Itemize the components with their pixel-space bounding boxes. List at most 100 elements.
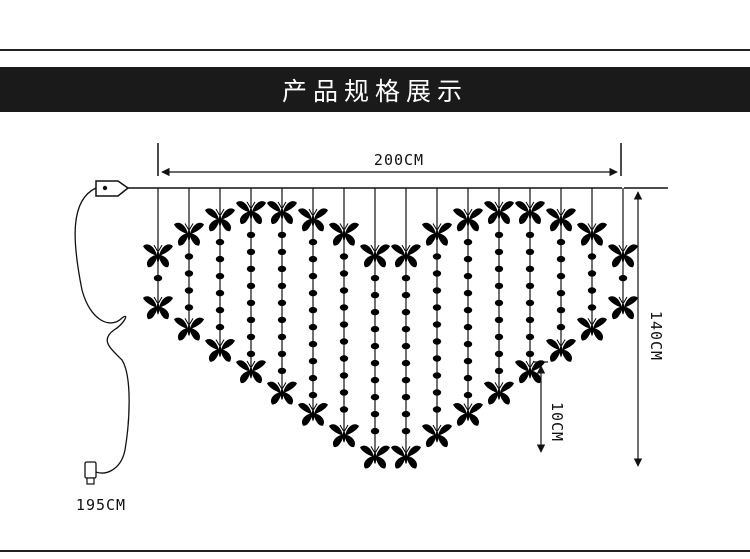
bulb-icon [277,316,287,324]
bulb-icon [308,374,318,382]
bulb-icon [184,287,194,294]
bulb-icon [339,304,349,311]
bulb-icon [401,342,411,350]
bulb-icon [556,306,566,314]
bulb-icon [308,272,318,280]
bulb-icon [525,299,535,307]
bulb-icon [494,367,504,375]
controller-icon [95,180,130,197]
bulb-icon [339,406,349,413]
bulb-icon [215,289,225,297]
bulb-icon [339,338,349,345]
width-dimension: 200CM [157,143,622,177]
bulb-icon [494,316,504,324]
bulb-icon [525,350,535,358]
bulb-icon [494,265,504,273]
bulb-icon [432,253,442,260]
bulb-icon [618,274,628,282]
bulb-icon [277,350,287,358]
bulb-icon [556,238,566,246]
bulb-icon [432,338,442,345]
bulb-icon [494,248,504,256]
bulb-icon [556,323,566,331]
bulb-icon [246,231,256,239]
bulb-icon [587,304,597,311]
bulb-icon [277,299,287,307]
bulb-icon [370,359,380,367]
bulb-icon [246,248,256,256]
cable-length-label: 195CM [76,496,126,514]
bulb-icon [246,299,256,307]
usb-plug-icon [84,461,97,485]
bulb-icon [277,248,287,256]
bottom-divider [0,550,750,552]
bulb-icon [587,253,597,260]
bulb-icon [370,274,380,282]
bulb-icon [401,274,411,282]
bulb-icon [463,289,473,297]
bulb-icon [308,306,318,314]
bulb-icon [370,393,380,401]
bulb-icon [401,393,411,401]
bulb-icon [432,389,442,396]
bulb-icon [587,287,597,294]
bulb-icon [525,231,535,239]
height-dimension: 140CM [624,187,668,467]
spacing-label: 10CM [548,402,566,442]
bulb-icon [308,391,318,399]
bulb-icon [401,410,411,418]
bulb-icon [463,391,473,399]
bulb-icon [308,357,318,365]
bulb-icon [401,325,411,333]
bulb-icon [432,406,442,413]
bulb-icon [525,265,535,273]
power-cable [74,187,130,474]
bulb-icon [401,308,411,316]
bulb-icon [308,323,318,331]
top-divider [0,49,750,51]
bulb-icon [277,367,287,375]
bulb-icon [463,357,473,365]
bulb-icon [339,321,349,328]
bulb-icon [215,255,225,263]
bulb-icon [494,299,504,307]
banner-title: 产品规格展示 [281,76,468,106]
bulb-icon [401,427,411,435]
bulb-icon [525,282,535,290]
bulb-icon [339,355,349,362]
bulb-icon [339,253,349,260]
bulb-icon [308,255,318,263]
bulb-icon [463,255,473,263]
bulb-icon [308,238,318,246]
bulb-icon [432,321,442,328]
bulb-icon [463,323,473,331]
bulb-icon [432,304,442,311]
bulb-icon [494,333,504,341]
bulb-icon [463,272,473,280]
bulb-icon [246,350,256,358]
bulb-icon [463,340,473,348]
bulb-icon [556,272,566,280]
bulb-icon [494,231,504,239]
bulb-icon [339,389,349,396]
height-label: 140CM [647,311,665,361]
bulb-icon [215,238,225,246]
bulb-icon [153,274,163,282]
bulb-icon [215,272,225,280]
width-label: 200CM [374,151,424,169]
bulb-icon [184,253,194,260]
bulb-icon [370,308,380,316]
bulb-icon [339,287,349,294]
bulb-icon [370,325,380,333]
bulb-icon [556,289,566,297]
bulb-icon [370,342,380,350]
bulb-icon [494,350,504,358]
bulb-icon [432,287,442,294]
bulb-icon [339,270,349,277]
bulb-icon [494,282,504,290]
bulb-icon [401,376,411,384]
bulb-icon [463,306,473,314]
bulb-icon [370,427,380,435]
bulb-icon [463,374,473,382]
